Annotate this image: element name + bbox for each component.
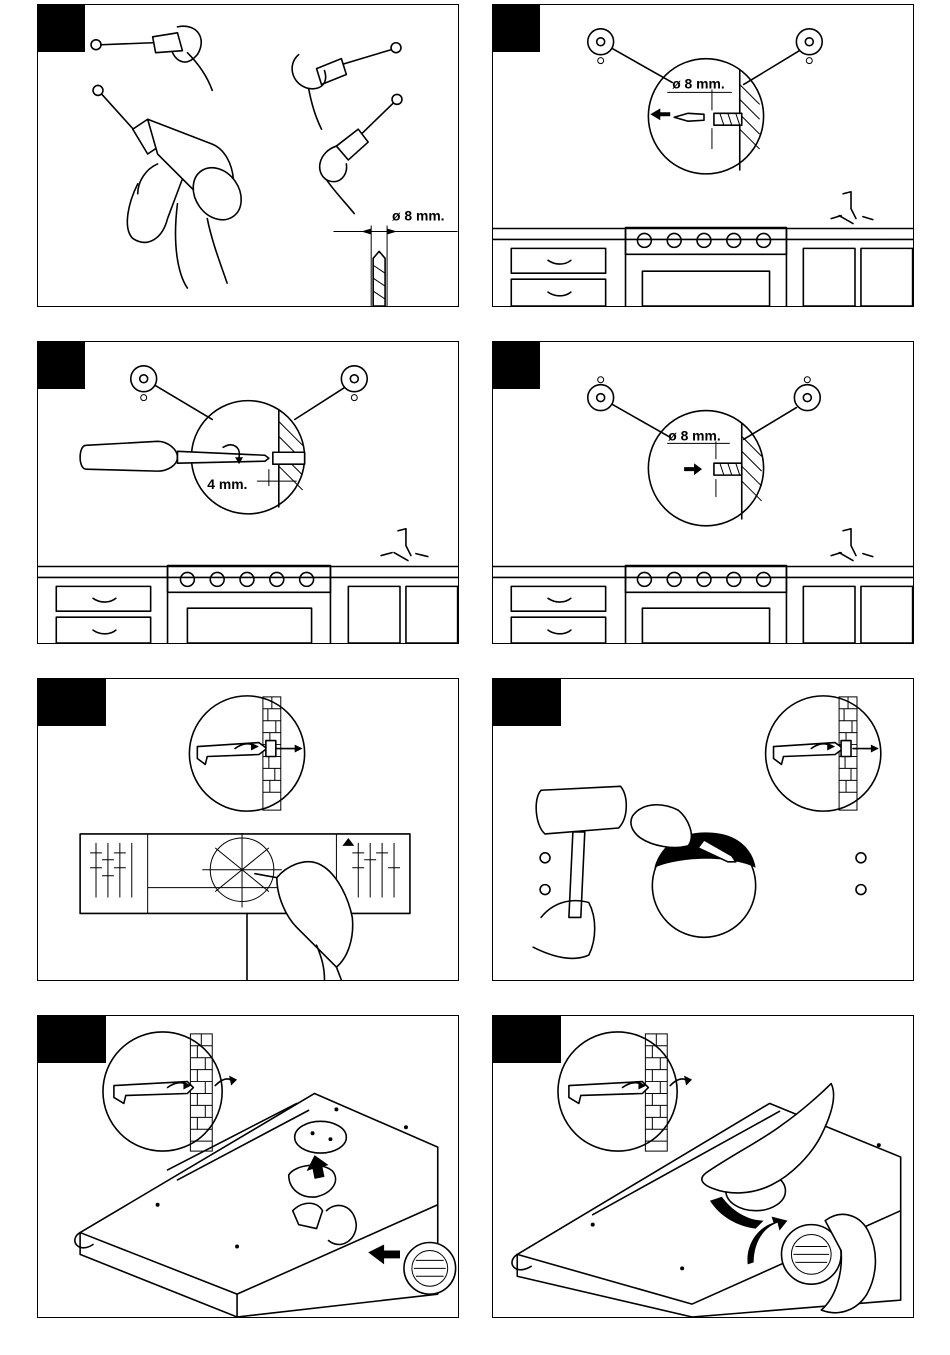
panel-5-template-marking bbox=[37, 678, 459, 981]
hammering-illustration bbox=[493, 679, 913, 980]
template-illustration bbox=[38, 679, 458, 980]
screw-gap-label: 4 mm. bbox=[207, 476, 247, 492]
screwing-illustration: 4 mm. bbox=[38, 342, 458, 643]
hole-diameter-label: ø 8 mm. bbox=[672, 75, 725, 91]
hood-filter-illustration bbox=[38, 1016, 458, 1317]
panel-3-screwing: 4 mm. bbox=[37, 341, 459, 644]
panel-1-drilling: ø 8 mm. bbox=[37, 4, 459, 307]
panel-4-second-plug: ø 8 mm. bbox=[492, 341, 914, 644]
panel-6-hammering bbox=[492, 678, 914, 981]
panel-8-installing-filter bbox=[492, 1015, 914, 1318]
wall-plug-illustration: ø 8 mm. bbox=[493, 5, 913, 306]
panel-7-hood-filter bbox=[37, 1015, 459, 1318]
installing-filter-illustration bbox=[493, 1016, 913, 1317]
panel-2-wall-plugs: ø 8 mm. bbox=[492, 4, 914, 307]
drill-diameter-label: ø 8 mm. bbox=[392, 208, 445, 224]
second-plug-illustration: ø 8 mm. bbox=[493, 342, 913, 643]
drilling-illustration: ø 8 mm. bbox=[38, 5, 458, 306]
plug-diameter-label: ø 8 mm. bbox=[668, 427, 721, 443]
